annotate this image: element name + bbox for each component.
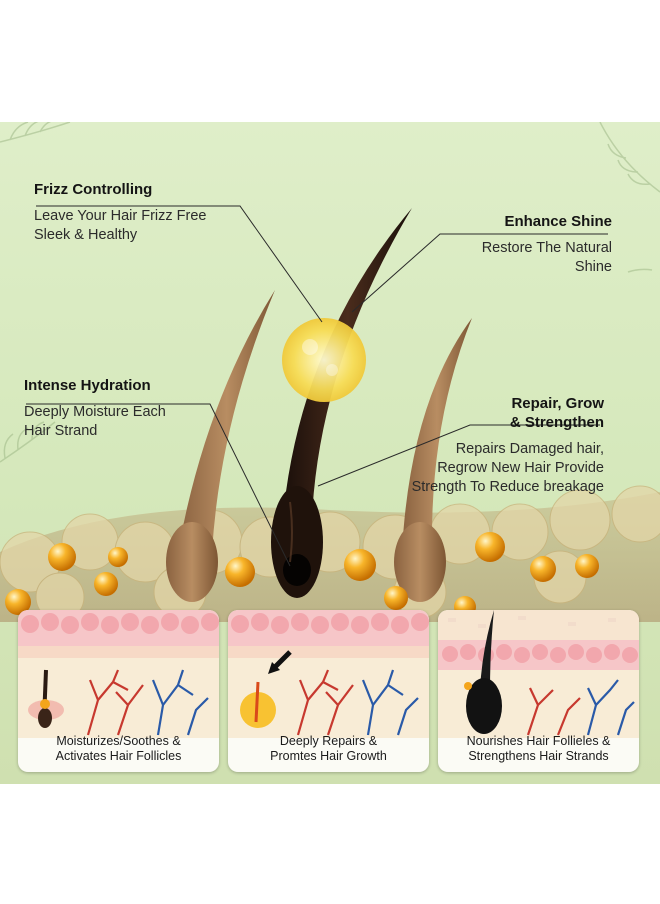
shine-title: Enhance Shine [504, 213, 612, 230]
frizz-desc-line2: Sleek & Healthy [34, 227, 138, 243]
panel-moisturize: Moisturizes/Soothes & Activates Hair Fol… [18, 610, 219, 772]
follicle-illustration-3 [438, 610, 639, 738]
hydration-title: Intense Hydration [24, 377, 151, 394]
follicle-illustration-2 [228, 610, 429, 738]
panel-moisturize-caption: Moisturizes/Soothes & Activates Hair Fol… [18, 734, 219, 764]
panel-repair: Deeply Repairs & Promtes Hair Growth [228, 610, 429, 772]
shine-glow [282, 318, 366, 402]
panel-nourish-line2: Strengthens Hair Strands [468, 749, 609, 763]
hydration-desc-line2: Hair Strand [24, 423, 98, 439]
panel-moisturize-line2: Activates Hair Follicles [55, 749, 182, 763]
follicle-illustration-1 [18, 610, 219, 738]
panel-nourish-line1: Nourishes Hair Follieles & [466, 734, 611, 748]
feature-shine: Enhance Shine Restore The Natural Shine [482, 212, 612, 277]
feature-hydration: Intense Hydration Deeply Moisture Each H… [24, 376, 166, 441]
repair-title-line1: Repair, Grow [511, 395, 604, 412]
panel-moisturize-line1: Moisturizes/Soothes & [56, 734, 181, 748]
shine-desc-line2: Shine [574, 259, 612, 275]
callout-lines [26, 205, 608, 567]
panel-repair-caption: Deeply Repairs & Promtes Hair Growth [228, 734, 429, 764]
hair-strand-right [394, 318, 472, 602]
hair-strand-left [166, 290, 275, 602]
hair-strand-center [271, 208, 412, 598]
leaf-decoration-right [599, 122, 660, 273]
hair-illustration [0, 122, 660, 622]
hydration-desc-line1: Deeply Moisture Each [24, 404, 166, 420]
feature-repair: Repair, Grow & Strengthen Repairs Damage… [412, 394, 604, 497]
repair-desc-line2: Regrow New Hair Provide [437, 460, 604, 476]
panel-nourish-caption: Nourishes Hair Follieles & Strengthens H… [438, 734, 639, 764]
repair-desc-line3: Strength To Reduce breakage [411, 479, 604, 495]
repair-desc-line1: Repairs Damaged hair, [455, 441, 604, 457]
oil-beads [5, 532, 599, 618]
panel-repair-line2: Promtes Hair Growth [270, 749, 387, 763]
shine-desc-line1: Restore The Natural [481, 240, 612, 256]
panel-nourish: Nourishes Hair Follieles & Strengthens H… [438, 610, 639, 772]
panel-repair-line1: Deeply Repairs & [279, 734, 378, 748]
feature-frizz: Frizz Controlling Leave Your Hair Frizz … [34, 180, 206, 245]
repair-title-line2: & Strengthen [509, 414, 604, 431]
frizz-title: Frizz Controlling [34, 181, 153, 198]
frizz-desc-line1: Leave Your Hair Frizz Free [34, 208, 207, 224]
leaf-decoration-left [0, 122, 71, 463]
infographic-canvas: Frizz Controlling Leave Your Hair Frizz … [0, 122, 660, 784]
